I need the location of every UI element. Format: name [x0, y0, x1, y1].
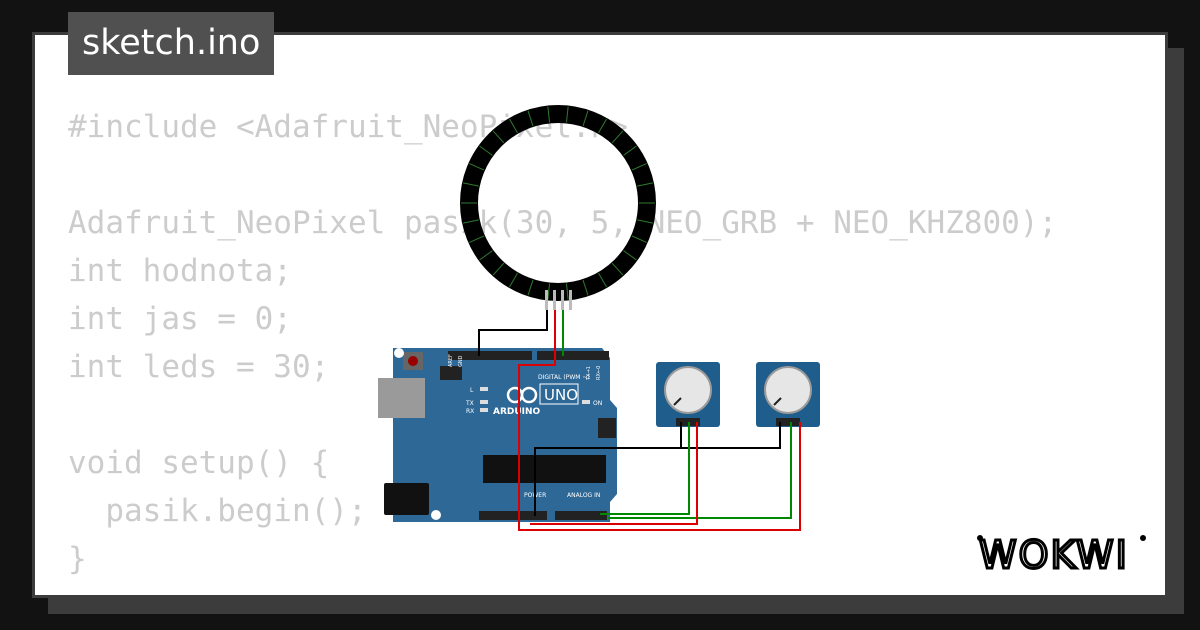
pin-label-tx: TX→1	[586, 366, 592, 381]
neopixel-ring-divider	[623, 145, 637, 156]
neopixel-ring-pixels	[461, 106, 655, 300]
pin-label-gnd: GND	[458, 355, 464, 367]
potentiometer-indicator	[773, 397, 782, 406]
arduino-logo-text: ARDUINO	[493, 407, 541, 417]
wire-pot1-vcc[interactable]	[530, 422, 698, 525]
code-line-3: Adafruit_NeoPixel pasik(30, 5, NEO_GRB +…	[68, 205, 1058, 241]
neopixel-ring-divider	[611, 130, 624, 144]
neopixel-ring-divider	[463, 219, 479, 224]
neopixel-ring-divider	[598, 272, 607, 288]
digital-header-right	[537, 351, 609, 360]
file-tab[interactable]: sketch.ino	[68, 12, 275, 75]
neopixel-ring-divider	[479, 250, 493, 261]
led-label-tx: TX	[465, 400, 474, 407]
neopixel-ring-divider	[598, 118, 607, 134]
neopixel-ring-divider	[527, 279, 534, 296]
neopixel-ring-divider	[527, 110, 534, 127]
power-jack	[384, 483, 429, 515]
neopixel-ring-divider	[611, 262, 624, 276]
code-line-5: int jas = 0;	[68, 301, 292, 337]
wire-pot2-gnd[interactable]	[681, 422, 781, 449]
led-on	[582, 400, 590, 404]
logo-dot	[977, 535, 983, 541]
code-line-8: void setup() {	[68, 445, 330, 481]
arduino-uno-board[interactable]: AREF GND TX→1 RX←0 DIGITAL (PWM ~) ARDUI…	[378, 348, 617, 522]
code-line-6: int leds = 30;	[68, 349, 330, 385]
reset-button-cap	[408, 356, 418, 366]
potentiometer-1[interactable]	[656, 362, 720, 427]
potentiometer-2[interactable]	[756, 362, 820, 427]
digital-header-left	[448, 351, 532, 360]
neopixel-ring-divider	[565, 106, 569, 123]
mount-hole	[394, 348, 404, 358]
neopixel-ring-divider	[637, 182, 653, 187]
led-tx	[480, 400, 488, 404]
potentiometer-knob[interactable]	[764, 366, 812, 414]
uno-badge	[539, 383, 579, 405]
wokwi-logo-text: WOKWI	[979, 533, 1129, 576]
neopixel-ring-divider	[631, 163, 647, 171]
neopixel-ring-divider	[469, 235, 485, 243]
potentiometer-pins	[776, 418, 800, 426]
icsp-header	[598, 418, 616, 438]
wire-pot1-gnd[interactable]	[534, 422, 682, 516]
wire-ring-gnd[interactable]	[478, 310, 548, 356]
neopixel-ring-divider	[469, 163, 485, 171]
potentiometer-indicator	[673, 397, 682, 406]
ring-pin	[545, 290, 548, 310]
led-label-on: ON	[593, 400, 602, 407]
code-line-9: pasik.begin();	[68, 493, 367, 529]
ring-pin	[553, 290, 556, 310]
potentiometer-knob[interactable]	[664, 366, 712, 414]
led-label-rx: RX	[466, 408, 474, 415]
usb-port	[378, 378, 425, 418]
wokwi-logo: WOKWI	[977, 532, 1146, 576]
neopixel-ring-divider	[509, 118, 518, 134]
atmega-chip	[483, 455, 606, 483]
analog-header-label: ANALOG IN	[567, 492, 600, 499]
led-rx	[480, 408, 488, 412]
neopixel-ring-divider	[637, 219, 653, 224]
icsp-header	[440, 366, 462, 380]
uno-model-label: UNO	[544, 386, 578, 404]
neopixel-ring-divider	[547, 283, 551, 300]
neopixel-ring-divider	[463, 182, 479, 187]
led-label-l: L	[470, 387, 474, 394]
code-line-10: }	[68, 541, 87, 577]
analog-header	[555, 511, 607, 520]
neopixel-ring-divider	[492, 262, 505, 276]
pin-label-aref: AREF	[448, 354, 454, 367]
pin-label-rx: RX←0	[596, 366, 602, 380]
neopixel-ring[interactable]	[460, 105, 656, 310]
neopixel-ring-divider	[509, 272, 518, 288]
logo-dot	[1140, 535, 1146, 541]
power-header	[479, 511, 547, 520]
neopixel-ring-divider	[582, 110, 589, 127]
mount-hole	[431, 510, 441, 520]
neopixel-ring-divider	[623, 250, 637, 261]
ring-pin	[561, 290, 564, 310]
arduino-infinity-logo	[506, 386, 538, 404]
neopixel-ring-divider	[492, 130, 505, 144]
neopixel-ring-divider	[582, 279, 589, 296]
neopixel-ring-divider	[631, 235, 647, 243]
neopixel-ring-body	[460, 105, 656, 301]
digital-header-label: DIGITAL (PWM ~)	[538, 374, 590, 381]
wire-pot1-signal[interactable]	[600, 422, 690, 515]
code-line-4: int hodnota;	[68, 253, 292, 289]
neopixel-ring-divider	[479, 145, 493, 156]
neopixel-ring-divider	[565, 283, 569, 300]
ring-pin	[569, 290, 572, 310]
wire-pot2-signal[interactable]	[608, 422, 792, 519]
led-l	[480, 387, 488, 391]
wires	[478, 310, 801, 531]
neopixel-ring-divider	[547, 106, 551, 123]
wire-ring-5v[interactable]	[518, 310, 801, 531]
